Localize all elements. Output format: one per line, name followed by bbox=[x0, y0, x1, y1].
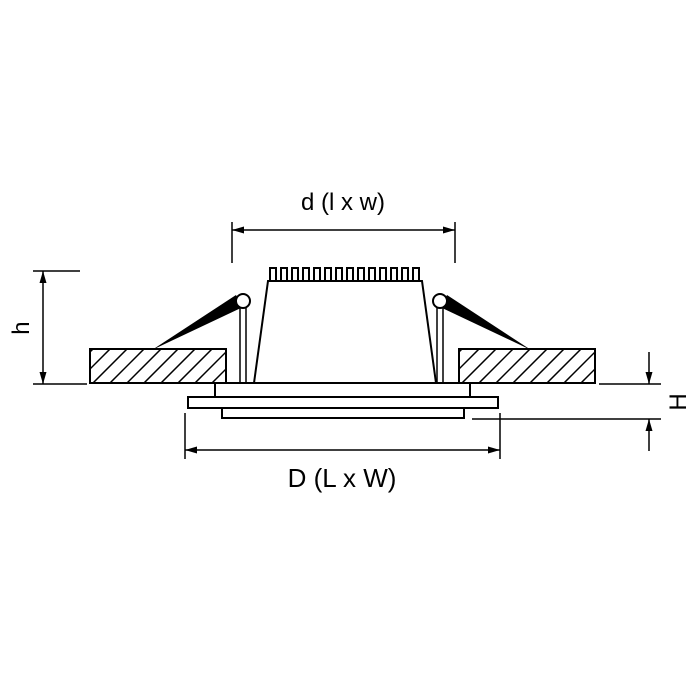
dimension-label-bottom: D (L x W) bbox=[288, 463, 397, 493]
hatch-right bbox=[460, 350, 594, 383]
spring-arm-left bbox=[152, 295, 243, 350]
spring-pin-right bbox=[436, 306, 444, 384]
trim-ring-flange bbox=[187, 396, 499, 409]
hatch-left bbox=[91, 350, 225, 383]
spring-arm-right bbox=[440, 295, 531, 350]
dimension-bottom: D (L x W) bbox=[184, 413, 501, 493]
spring-coil-left bbox=[235, 293, 251, 309]
spring-pin-left bbox=[239, 306, 247, 384]
ceiling-panel-left bbox=[89, 348, 227, 384]
dimension-right: H bbox=[472, 352, 692, 451]
dimension-label-top: d (l x w) bbox=[301, 189, 385, 216]
lamp-body bbox=[252, 280, 438, 384]
spring-coil-right bbox=[432, 293, 448, 309]
trim-ring-lower bbox=[221, 407, 465, 419]
dimension-top: d (l x w) bbox=[231, 189, 456, 263]
dimension-left: h bbox=[8, 270, 87, 385]
ceiling-panel-right bbox=[458, 348, 596, 384]
trim-ring-upper bbox=[214, 382, 471, 398]
dimension-label-right: H bbox=[665, 393, 692, 410]
heatsink-fins bbox=[269, 267, 420, 282]
dimension-label-left: h bbox=[8, 321, 35, 334]
